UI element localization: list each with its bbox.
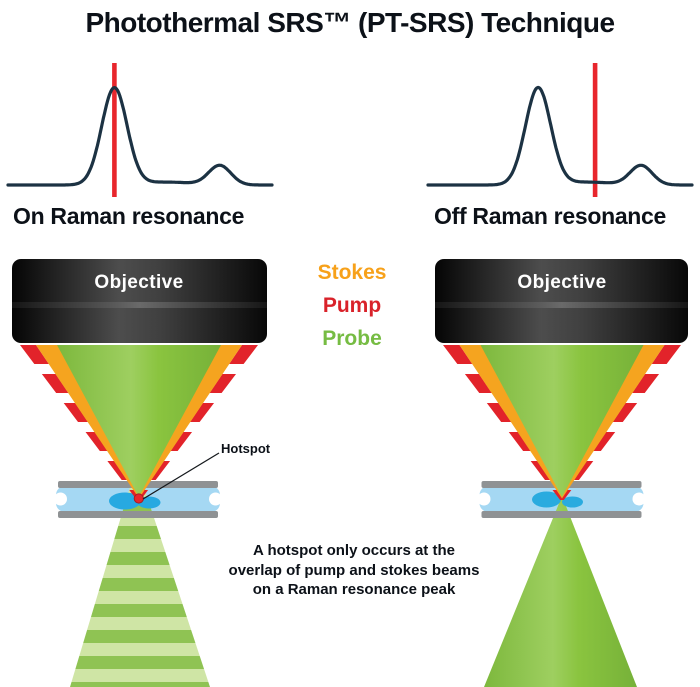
caption: A hotspot only occurs at the overlap of … bbox=[194, 541, 514, 600]
glass-slide-bottom-right bbox=[481, 511, 642, 518]
channel-notch-icon bbox=[632, 492, 646, 506]
legend-item-pump: Pump bbox=[322, 294, 382, 317]
caption-line: A hotspot only occurs at the bbox=[253, 542, 455, 559]
page-title: Photothermal SRS™ (PT-SRS) Technique bbox=[85, 7, 615, 38]
caption-line: on a Raman resonance peak bbox=[252, 581, 456, 598]
legend-item-probe: Probe bbox=[322, 327, 382, 350]
probe-beam-cone-left bbox=[57, 345, 221, 497]
panel-off-resonance bbox=[435, 259, 688, 687]
channel-notch-icon bbox=[477, 492, 491, 506]
channel-notch-icon bbox=[54, 492, 67, 506]
panel-on-resonance bbox=[12, 259, 267, 687]
legend-item-stokes: Stokes bbox=[317, 261, 387, 284]
spectrum-left bbox=[6, 63, 274, 197]
label-on-resonance: On Raman resonance bbox=[13, 203, 245, 229]
objective-body-left bbox=[12, 259, 267, 343]
objective-label-left: Objective bbox=[94, 272, 184, 293]
microscope-diagram bbox=[12, 259, 688, 687]
probe-beam-cone-right bbox=[480, 345, 644, 497]
hotspot-dot bbox=[133, 493, 144, 504]
pump-beam-cone-right bbox=[443, 345, 681, 500]
spectrum-curve-right bbox=[426, 85, 694, 187]
objective-body-right bbox=[435, 259, 688, 343]
glass-slide-bottom-left bbox=[58, 511, 218, 518]
hotspot-arrow bbox=[142, 452, 220, 500]
thermal-blob-right bbox=[532, 491, 561, 508]
channel-notch-icon bbox=[209, 492, 222, 506]
beam-legend: Stokes Pump Probe bbox=[318, 256, 387, 355]
spectrum-right bbox=[426, 63, 694, 197]
thermal-blob-right bbox=[562, 496, 583, 508]
objective-label-right: Objective bbox=[517, 272, 607, 293]
caption-line: overlap of pump and stokes beams bbox=[228, 561, 480, 579]
label-off-resonance: Off Raman resonance bbox=[434, 203, 667, 229]
spectrum-curve-left bbox=[6, 86, 274, 187]
probe-beam-diverging-smooth bbox=[484, 496, 637, 687]
objective-groove-right bbox=[435, 302, 688, 308]
pump-beam-cone-left bbox=[20, 345, 258, 500]
objective-groove-left bbox=[12, 302, 267, 308]
thermal-blob-left bbox=[109, 492, 141, 510]
probe-beam-diverging-striped bbox=[70, 465, 210, 687]
hotspot-label: Hotspot bbox=[221, 441, 271, 456]
